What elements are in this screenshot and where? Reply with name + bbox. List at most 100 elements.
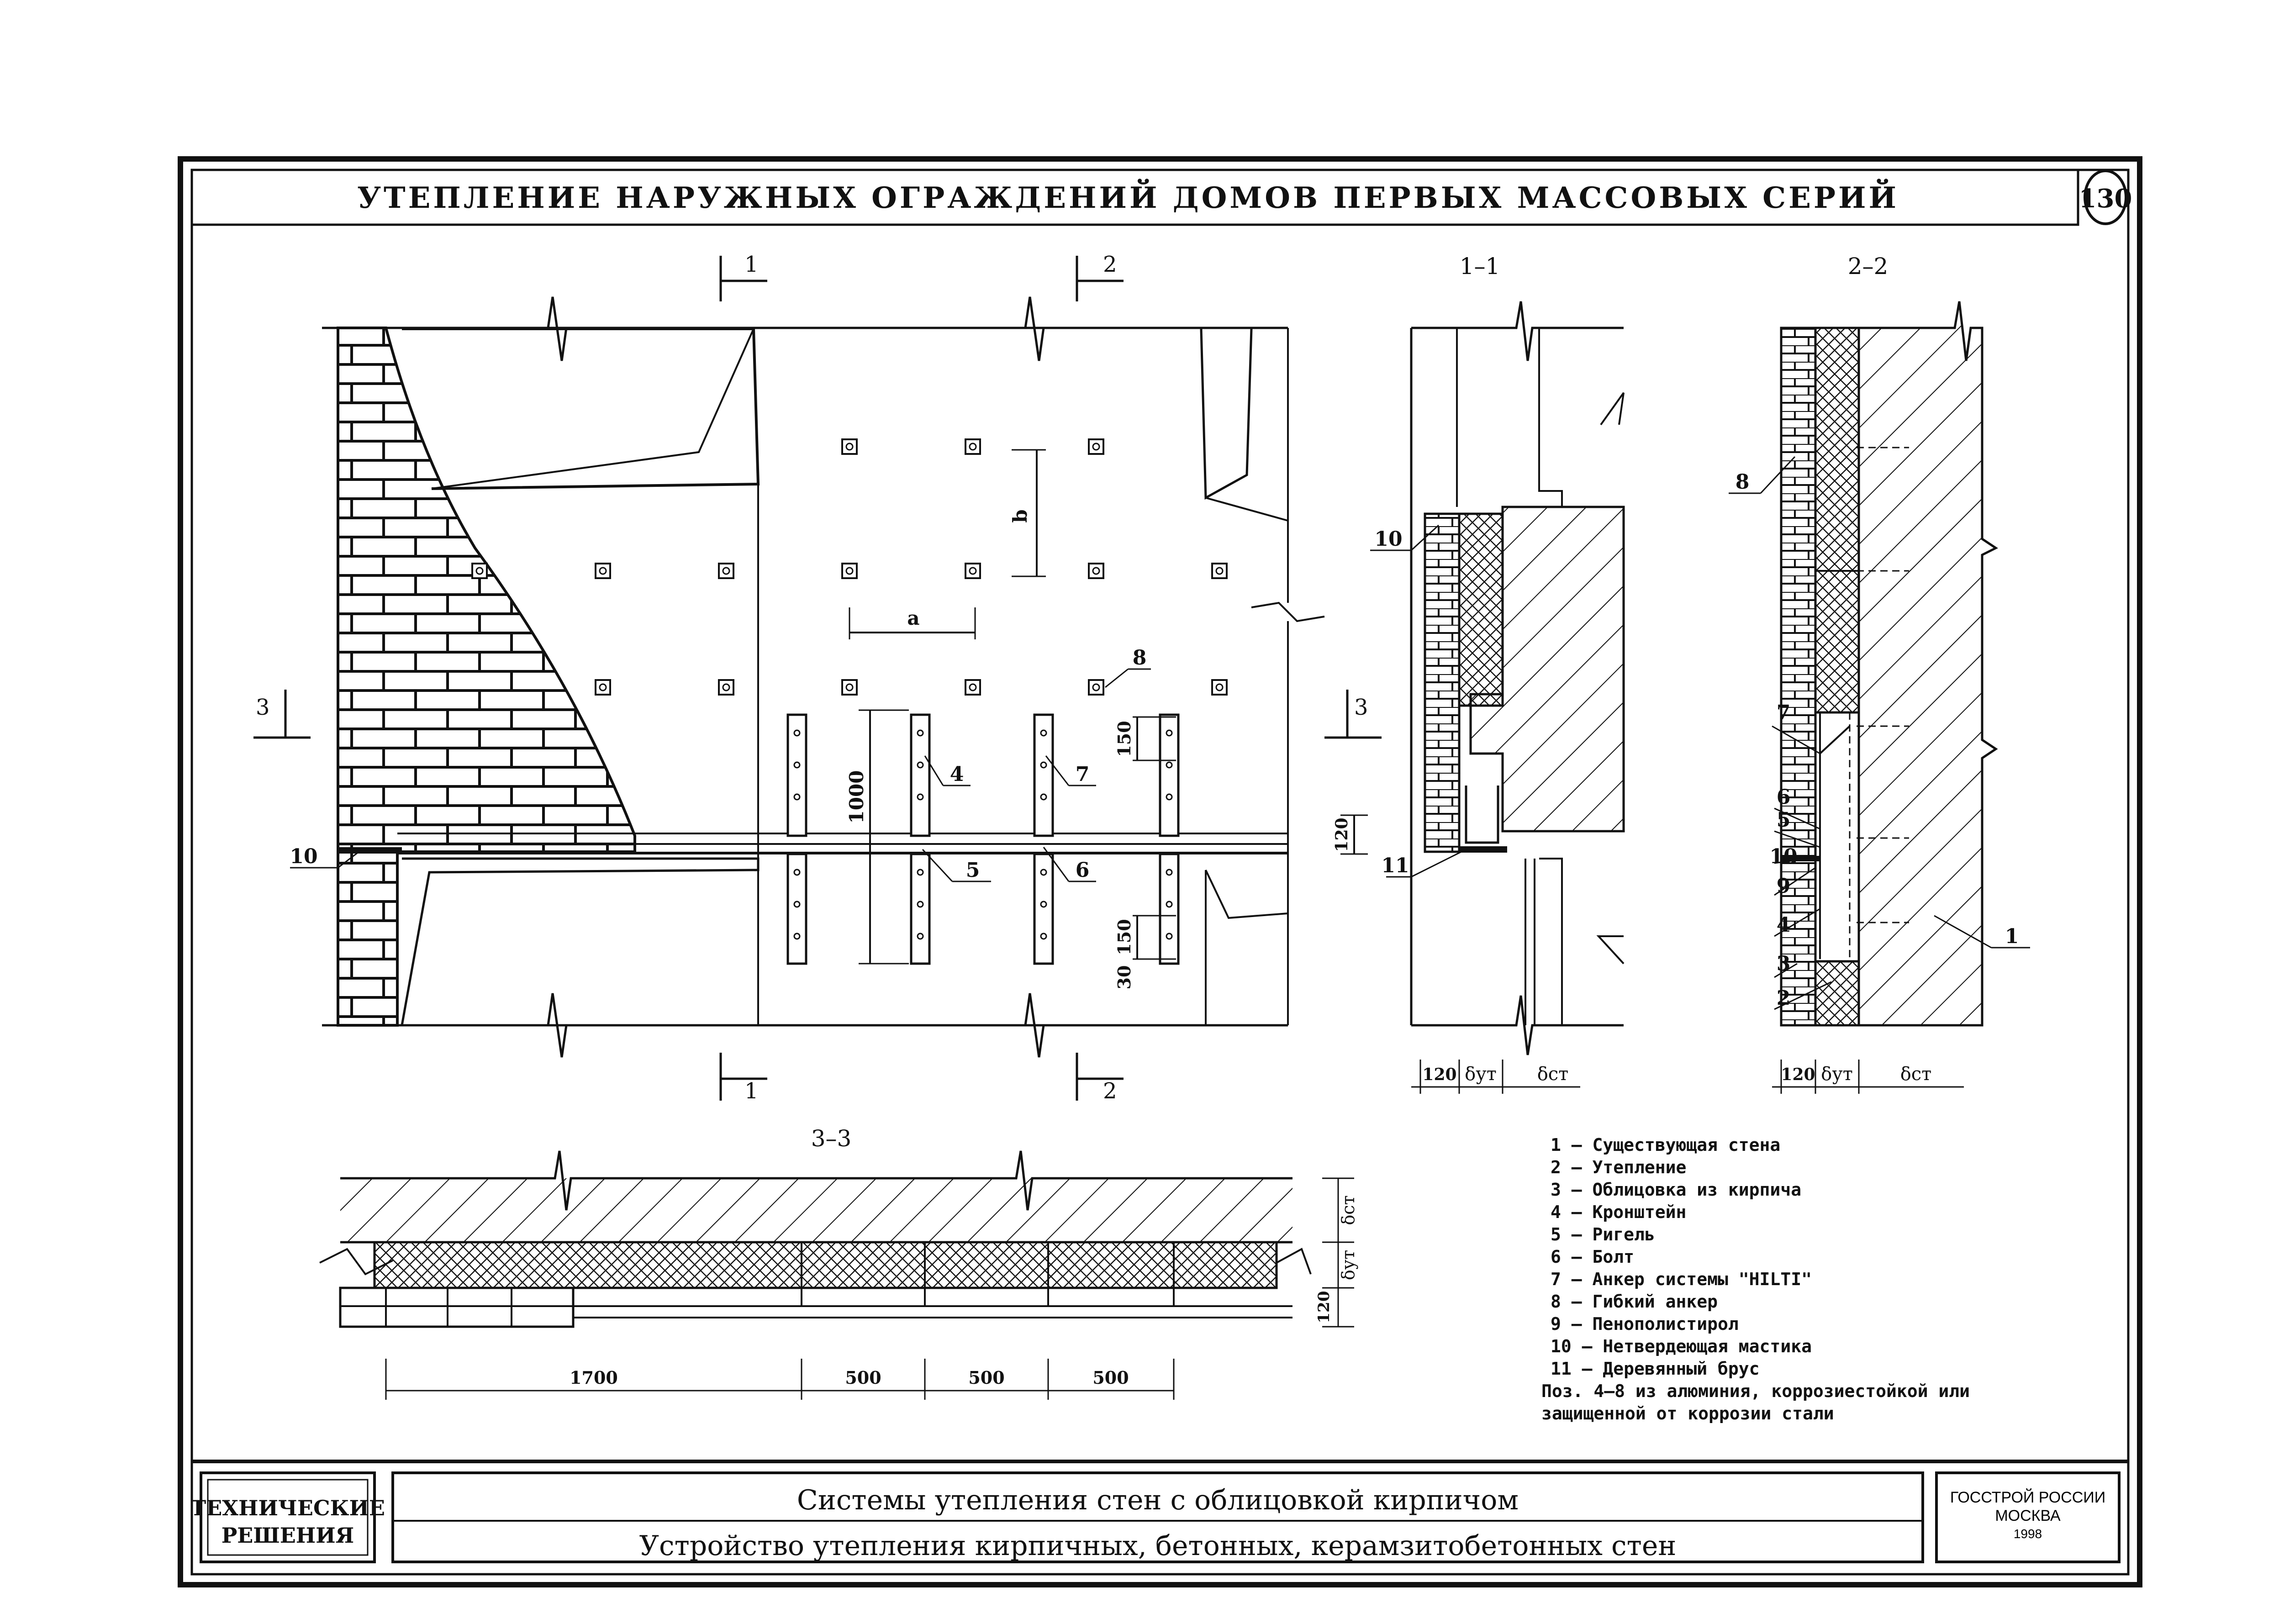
stamp-left-line2: РЕШЕНИЯ [222,1523,354,1548]
flexible-anchor-icon [1088,438,1104,455]
flexible-anchor-icon [965,679,981,696]
cut-mark-1-top: 1 [744,252,759,277]
sheet-number-circle [2084,169,2127,225]
flexible-anchor-icon [841,679,858,696]
legend-item: 2 – Утепление [1551,1157,1686,1177]
flexible-anchor-icon [1211,679,1228,696]
bracket-strip [910,853,931,965]
bracket-strip [786,853,807,965]
section-1-1-dim-insul: δут [1465,1064,1497,1085]
section-2-2-callout-7: 7 [1777,701,1791,724]
section-3-3-dim-500-a: 500 [845,1367,881,1388]
flexible-anchor-icon [965,563,981,579]
flexible-anchor-icon [718,679,734,696]
cut-mark-2-top: 2 [1103,252,1117,277]
stamp-title-line1: Системы утепления стен с облицовкой кирп… [797,1484,1519,1516]
bracket-strip [786,713,807,837]
stamp-org-line2: МОСКВА [1995,1507,2061,1524]
section-2-2-callout-3: 3 [1777,952,1791,975]
stamp-org-line1: ГОССТРОЙ РОССИИ [1950,1489,2105,1506]
bracket-group [786,713,1180,965]
stamp-left-line1: ТЕХНИЧЕСКИЕ [190,1496,385,1520]
dim-1000: 1000 [845,770,868,824]
cut-mark-3-left: 3 [256,695,270,720]
section-2-2-dim-wall: δст [1900,1064,1932,1085]
flexible-anchor-icon [841,438,858,455]
legend-item: 4 – Кронштейн [1551,1202,1686,1222]
stamp-org-line3: 1998 [2014,1527,2042,1541]
legend-item: 3 – Облицовка из кирпича [1551,1180,1801,1200]
section-2-2-title: 2–2 [1848,253,1889,279]
section-2-2-dim-120: 120 [1781,1065,1815,1084]
section-1-1-dim-120: 120 [1422,1065,1456,1084]
dim-150-top: 150 [1114,721,1134,757]
section-3-3-dim-500-b: 500 [968,1367,1004,1388]
flexible-anchor-icon [1211,563,1228,579]
cut-mark-3-right: 3 [1354,695,1368,720]
section-3-3-title: 3–3 [811,1125,852,1152]
cut-mark-1-bottom: 1 [744,1078,759,1104]
section-2-2-callout-8: 8 [1736,470,1750,494]
flexible-anchor-grid [471,438,1228,696]
section-3-3: 3–3 1700 500 500 500 [319,1125,1358,1400]
legend-item: 1 – Существующая стена [1551,1135,1780,1155]
section-2-2-callout-2: 2 [1777,986,1791,1010]
callout-6: 6 [1076,859,1090,882]
dim-a: a [907,607,919,629]
section-3-3-dim-120: 120 [1315,1291,1333,1323]
flexible-anchor-icon [841,563,858,579]
section-3-3-dim-1700: 1700 [570,1367,618,1388]
callout-8: 8 [1133,646,1147,670]
flexible-anchor-icon [965,438,981,455]
bracket-strip [1033,713,1054,837]
callout-10: 10 [290,845,317,868]
flexible-anchor-icon [1088,679,1104,696]
section-2-2-callout-9: 9 [1777,875,1791,898]
section-1-1-callout-10: 10 [1374,527,1402,551]
legend-item: 11 – Деревянный брус [1551,1359,1760,1379]
flexible-anchor-icon [595,563,611,579]
sheet-title: УТЕПЛЕНИЕ НАРУЖНЫХ ОГРАЖДЕНИЙ ДОМОВ ПЕРВ… [357,179,1899,215]
section-2-2-callout-4: 4 [1777,913,1791,937]
section-3-3-dim-500-c: 500 [1092,1367,1129,1388]
legend-note-line2: защищенной от коррозии стали [1541,1403,1834,1424]
section-1-1-title: 1–1 [1460,253,1500,279]
section-2-2-callout-5: 5 [1777,808,1791,832]
bracket-strip [1033,853,1054,965]
flexible-anchor-icon [718,563,734,579]
bracket-strip [910,713,931,837]
dim-30: 30 [1114,965,1134,990]
legend-item: 5 – Ригель [1551,1224,1655,1244]
cut-mark-2-bottom: 2 [1103,1078,1117,1104]
section-2-2-callout-6: 6 [1777,786,1791,809]
section-1-1: 1–1 10 11 120 δут δст [1370,253,1625,1094]
section-2-2: 2–2 8 7 6 5 [1729,253,2030,1094]
facade-plan [322,296,1325,1058]
plan-dimensions: 1 1 2 2 3 3 a b 1000 15 [253,252,1382,1104]
section-1-1-dim-wall: δст [1537,1064,1569,1085]
legend-item: 8 – Гибкий анкер [1551,1292,1718,1312]
callout-7: 7 [1076,763,1090,786]
legend-item: 6 – Болт [1551,1247,1634,1267]
title-block: ТЕХНИЧЕСКИЕ РЕШЕНИЯ Системы утепления ст… [190,1460,2128,1563]
dim-120-plan: 120 [1332,817,1351,852]
section-3-3-dim-wall: δст [1338,1195,1358,1225]
flexible-anchor-icon [471,563,488,579]
callout-4: 4 [950,763,964,786]
bracket-strip [1159,713,1180,837]
legend-item: 9 – Пенополистирол [1551,1314,1739,1334]
dim-150-bottom: 150 [1114,919,1134,955]
header-bar [190,169,2079,226]
section-3-3-dim-insul: δут [1338,1250,1358,1280]
callout-5: 5 [966,859,980,882]
flexible-anchor-icon [595,679,611,696]
bracket-strip [1159,853,1180,965]
legend-item: 7 – Анкер системы "HILTI" [1551,1269,1812,1289]
section-1-1-callout-11: 11 [1381,854,1409,877]
section-2-2-callout-1: 1 [2005,925,2019,948]
flexible-anchor-icon [1088,563,1104,579]
sheet-number: 130 [2079,184,2132,214]
dim-b: b [1009,509,1031,522]
